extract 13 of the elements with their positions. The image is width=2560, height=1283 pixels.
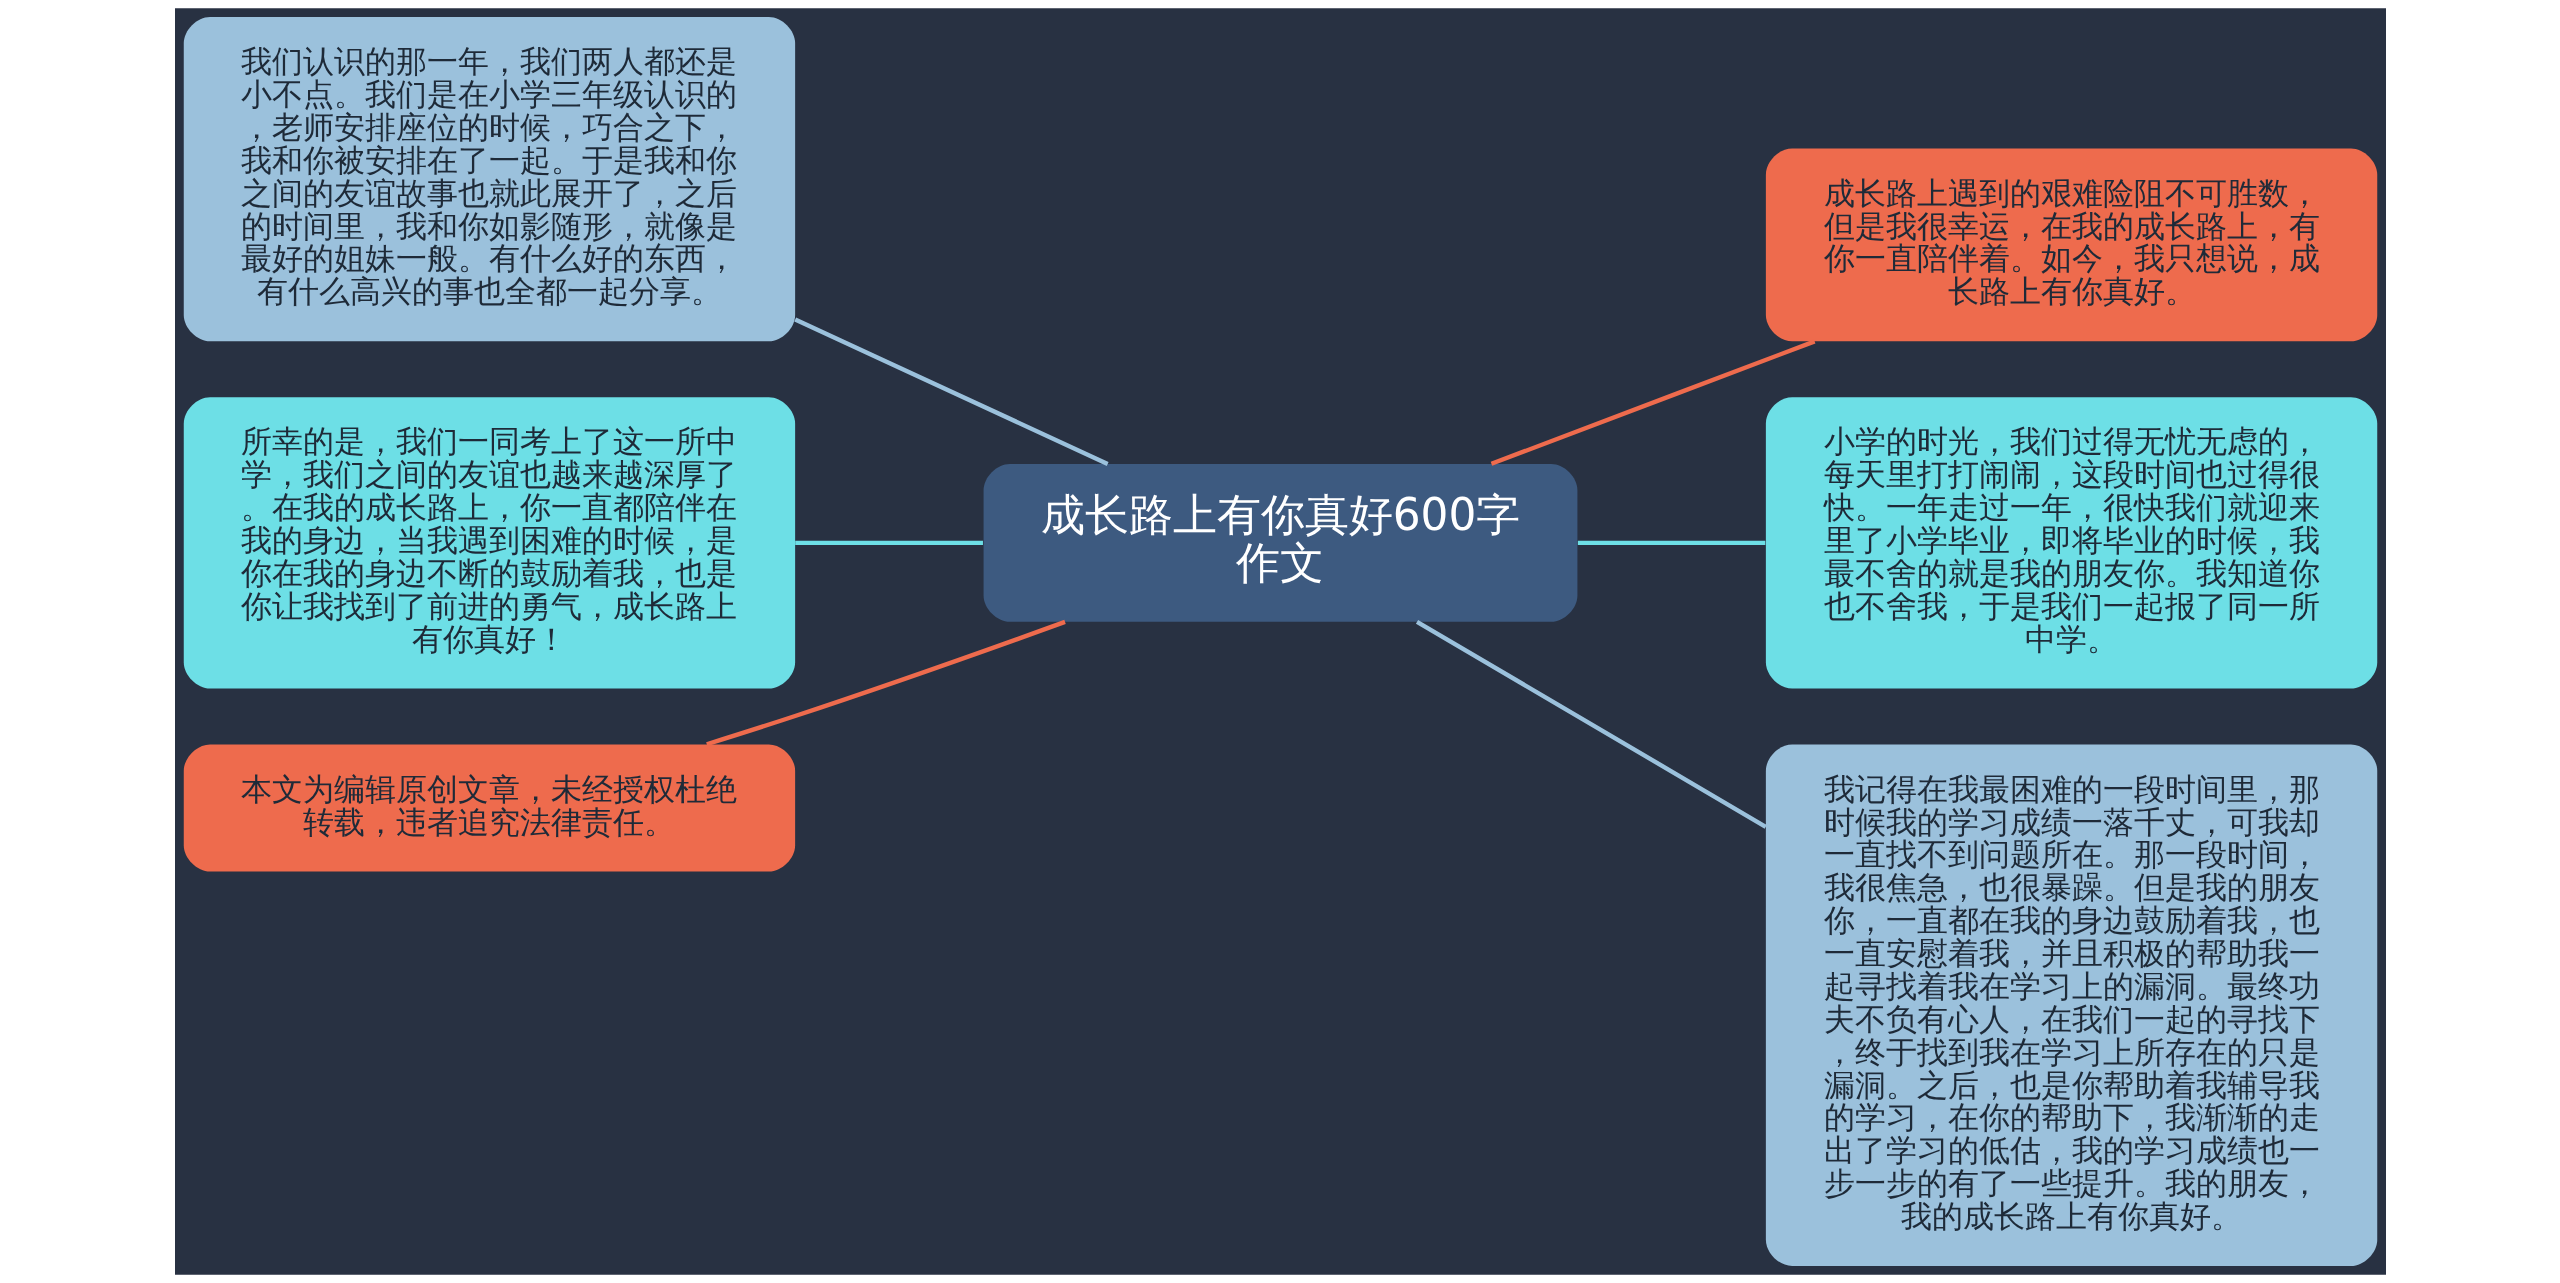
connector — [1415, 619, 1767, 829]
connector — [1577, 540, 1765, 546]
node-box: 成长路上遇到的艰难险阻不可胜数，但是我很幸运，在我的成长路上，有你一直陪伴着。如今，我只想说，成长路上有你真好。 — [1765, 148, 2377, 342]
connector — [1490, 339, 1815, 466]
node-box: 成长路上有你真好600字作文 — [983, 464, 1577, 622]
node-box: 小学的时光，我们过得无忧无虑的，每天里打打闹闹，这段时间也过得很快。一年走过一年，很快我们就迎来里了小学毕业，即将毕业的时候，我最不舍的就是我的朋友你。我知道你也不舍我，于是我们一起报了同一所中学。 — [1765, 397, 2377, 689]
connector — [705, 619, 1066, 747]
node-box: 我们认识的那一年，我们两人都还是小不点。我们是在小学三年级认识的，老师安排座位的时候，巧合之下，我和你被安排在了一起。于是我和你之间的友谊故事也就此展开了，之后的时间里，我和你如影随形，就像是最好的姐妹一般。有什么好的东西，有什么高兴的事也全都一起分享。 — [183, 17, 795, 342]
node-box: 我记得在我最困难的一段时间里，那时候我的学习成绩一落千丈，可我却一直找不到问题所在。那一段时间，我很焦急，也很暴躁。但是我的朋友你，一直都在我的身边鼓励着我，也一直安慰着我，并且积极的帮助我一起寻找着我在学习上的漏洞。最终功夫不负有心人，在我们一起的寻找下，终于找到我在学习上所存在的只是漏洞。之后，也是你帮助着我辅导我的学习，在你的帮助下，我渐渐的走出了学习的低估，我的学习成绩也一步一步的有了一些提升。我的朋友，我的成长路上有你真好。 — [1765, 744, 2377, 1266]
connector — [793, 317, 1109, 466]
node-box: 所幸的是，我们一同考上了这一所中学，我们之间的友谊也越来越深厚了。在我的成长路上，你一直都陪伴在我的身边，当我遇到困难的时候，是你在我的身边不断的鼓励着我，也是你让我找到了前进的勇气，成长路上有你真好！ — [183, 397, 795, 689]
connector — [794, 540, 983, 546]
node-box: 本文为编辑原创文章，未经授权杜绝转载，违者追究法律责任。 — [183, 744, 795, 872]
